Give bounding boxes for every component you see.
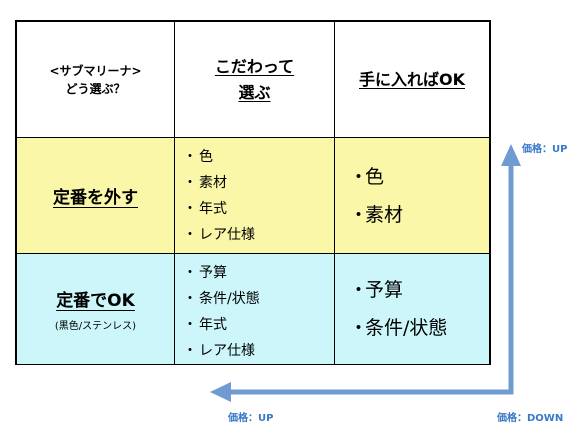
corner-cell: <サブマリーナ> どう選ぶ？ [17, 22, 175, 138]
column-header-picky-line2: 選ぶ [238, 82, 271, 102]
matrix-grid: <サブマリーナ> どう選ぶ？ こだわって 選ぶ 手に入ればOK 定番を外す ・色… [15, 20, 491, 365]
column-header-picky: こだわって 選ぶ [175, 22, 335, 138]
row-header-off-standard: 定番を外す [17, 138, 175, 254]
price-up-horizontal-label: 価格：UP [228, 413, 274, 424]
list-item: ・レア仕様 [183, 227, 255, 243]
column-header-any: 手に入ればOK [335, 22, 489, 138]
column-header-any-line1: 手に入ればOK [358, 69, 465, 89]
arrowhead-up-icon [501, 144, 521, 166]
criteria-list: ・色 ・素材 [335, 158, 403, 234]
list-item: ・レア仕様 [183, 343, 255, 359]
criteria-list: ・予算 ・条件/状態 ・年式 ・レア仕様 [175, 254, 334, 364]
list-item: ・色 [183, 149, 213, 165]
corner-question: どう選ぶ？ [65, 81, 126, 96]
row-header-standard-ok-subtitle: (黒色/ステンレス) [54, 321, 137, 332]
list-item: ・条件/状態 [183, 291, 260, 307]
row-header-standard-ok: 定番でOK (黒色/ステンレス) [17, 254, 175, 364]
cell-off-standard-picky: ・色 ・素材 ・年式 ・レア仕様 [175, 138, 335, 254]
arrowhead-left-icon [210, 382, 231, 402]
criteria-list: ・予算 ・条件/状態 [335, 271, 447, 347]
price-down-origin-label: 価格：DOWN [497, 413, 564, 424]
cell-off-standard-any: ・色 ・素材 [335, 138, 489, 254]
list-item: ・色 [349, 165, 385, 188]
row-header-off-standard-title: 定番を外す [53, 188, 138, 208]
cell-standard-ok-any: ・予算 ・条件/状態 [335, 254, 489, 364]
list-item: ・年式 [183, 201, 227, 217]
price-axis-line [228, 164, 514, 395]
column-header-picky-line1: こだわって [214, 56, 295, 76]
row-header-standard-ok-title: 定番でOK [56, 291, 135, 311]
list-item: ・素材 [349, 203, 404, 226]
list-item: ・条件/状態 [349, 317, 448, 339]
price-up-vertical-label: 価格：UP [522, 144, 568, 155]
list-item: ・素材 [183, 175, 227, 191]
list-item: ・予算 [349, 279, 404, 301]
criteria-list: ・色 ・素材 ・年式 ・レア仕様 [175, 138, 334, 248]
corner-title: <サブマリーナ> [49, 63, 142, 78]
list-item: ・年式 [183, 317, 227, 333]
list-item: ・予算 [183, 265, 227, 281]
cell-standard-ok-picky: ・予算 ・条件/状態 ・年式 ・レア仕様 [175, 254, 335, 364]
